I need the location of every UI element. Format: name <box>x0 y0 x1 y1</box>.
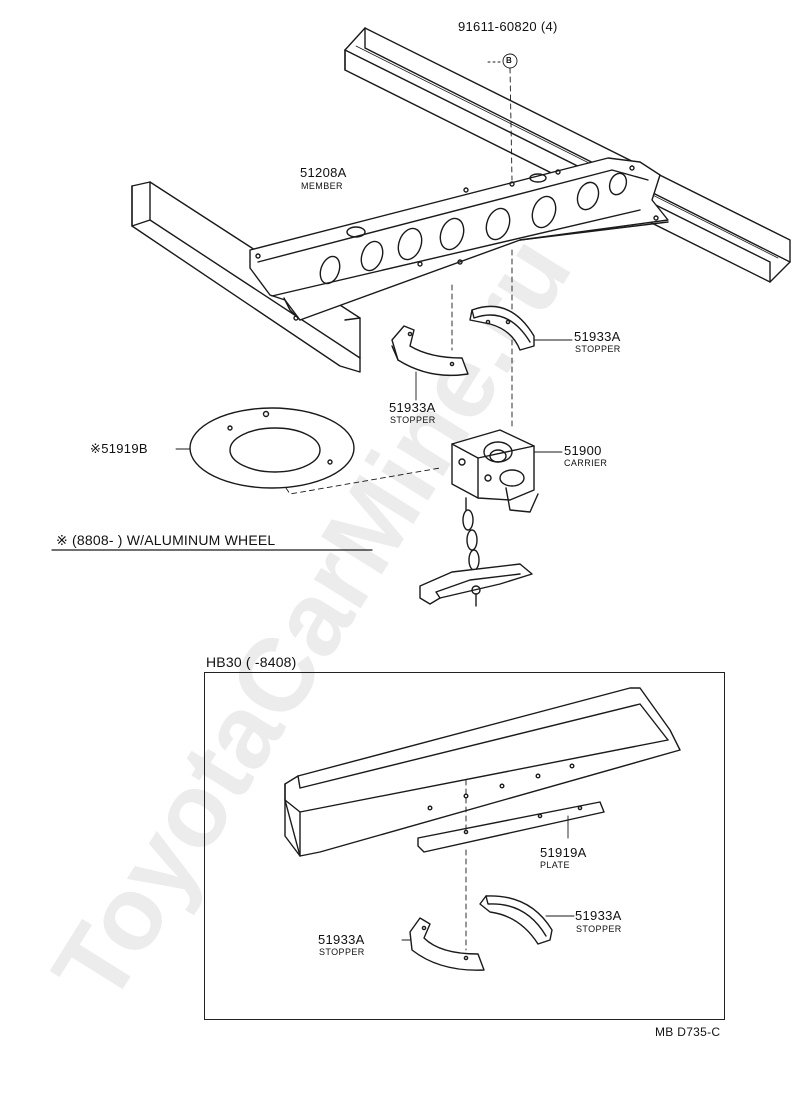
inset-stopper-left-part-number: 51933A <box>318 932 365 947</box>
frame-rail-left <box>131 181 361 373</box>
stopper-upper-right <box>469 305 535 351</box>
bolt-label: 91611-60820 (4) <box>458 20 558 33</box>
bolt-quantity: (4) <box>540 19 558 34</box>
bolt-part-number: 91611-60820 <box>458 19 537 34</box>
plate-name: PLATE <box>540 860 570 870</box>
stopper-left-part-number: 51933A <box>389 400 436 415</box>
ring-label: ※51919B <box>90 442 148 455</box>
aluminum-wheel-note: ※ (8808- ) W/ALUMINUM WHEEL <box>56 532 276 548</box>
diagram-code: MB D735-C <box>655 1025 721 1039</box>
stopper-right-name: STOPPER <box>575 344 621 354</box>
inset-frame-rail <box>284 687 681 857</box>
stopper-upper-left <box>391 325 469 377</box>
plate-part-number: 51919A <box>540 845 587 860</box>
bolt-marker: B <box>506 56 513 65</box>
frame-rail-right <box>344 27 791 283</box>
inset-plate <box>417 801 605 853</box>
inset-stopper-right-name: STOPPER <box>576 924 622 934</box>
cross-member <box>249 157 669 321</box>
inset-stopper-left <box>409 917 485 971</box>
stopper-leaders <box>415 339 573 401</box>
carrier-part-number: 51900 <box>564 443 602 458</box>
ring-mark: ※ <box>90 441 102 456</box>
stopper-left-name: STOPPER <box>390 415 436 425</box>
ring-part-number: 51919B <box>101 441 148 456</box>
member-part-number: 51208A <box>300 165 347 180</box>
carrier-name: CARRIER <box>564 458 608 468</box>
inset-stopper-right-part-number: 51933A <box>575 908 622 923</box>
spacer-ring <box>175 407 441 495</box>
spare-tire-carrier <box>419 429 563 607</box>
bolt-leaders <box>451 53 518 431</box>
member-name: MEMBER <box>301 181 343 191</box>
inset-stopper-right <box>479 895 553 945</box>
stopper-right-part-number: 51933A <box>574 329 621 344</box>
hb30-inset-box <box>204 672 725 1020</box>
inset-title: HB30 ( -8408) <box>206 654 297 670</box>
inset-stopper-left-name: STOPPER <box>319 947 365 957</box>
